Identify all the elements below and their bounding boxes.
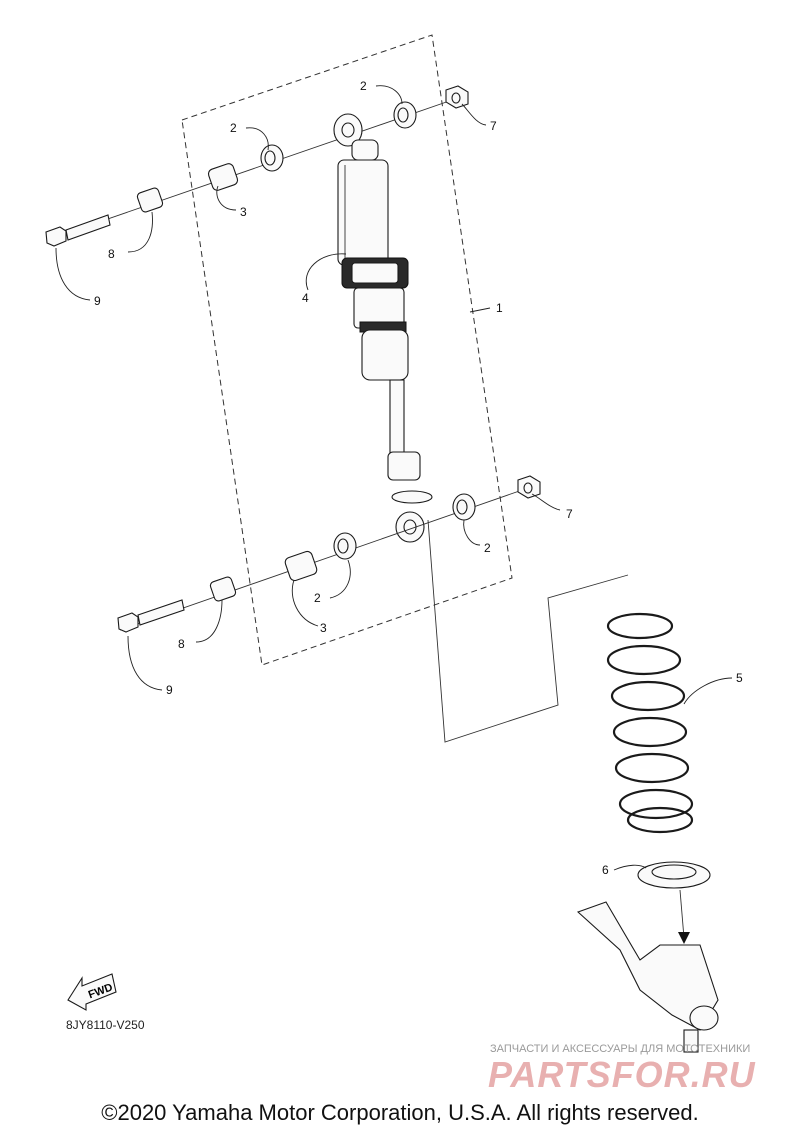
callout-3-lower: 3: [320, 621, 327, 635]
callout-8-lower: 8: [178, 637, 185, 651]
seat-arrow-head: [678, 932, 690, 944]
diagram-code: 8JY8110-V250: [66, 1018, 145, 1032]
upper-collar-8[interactable]: [136, 187, 164, 213]
callout-2-lower-right: 2: [484, 541, 491, 555]
upper-collar-2-left[interactable]: [260, 144, 284, 172]
callout-2-lower-left: 2: [314, 591, 321, 605]
upper-collar-2-right[interactable]: [393, 101, 417, 129]
callouts: 1 2 2 2 2 3 3 4 5 6 7 7 8 8 9 9: [94, 79, 743, 877]
fwd-arrow: FWD: [67, 973, 117, 1011]
lower-nut-7[interactable]: [517, 475, 541, 499]
watermark-brand: PARTSFOR.RU: [488, 1054, 756, 1095]
callout-5: 5: [736, 671, 743, 685]
callout-4: 4: [302, 291, 309, 305]
callout-8-upper: 8: [108, 247, 115, 261]
seat-arrow-line: [679, 889, 685, 939]
callout-7-upper: 7: [490, 119, 497, 133]
callout-1: 1: [496, 301, 503, 315]
spring-bracket: [427, 519, 629, 743]
leader-lines: [55, 85, 733, 871]
lower-collar-8[interactable]: [209, 576, 237, 602]
lower-bolt[interactable]: [117, 599, 185, 633]
assembly-boundary: [181, 34, 513, 666]
callout-3-upper: 3: [240, 205, 247, 219]
shock-absorber[interactable]: [333, 113, 433, 543]
callout-2-upper-left: 2: [230, 121, 237, 135]
upper-bushing-3[interactable]: [207, 162, 239, 191]
lower-bushing-3[interactable]: [284, 550, 318, 582]
coil-spring[interactable]: [606, 612, 694, 834]
lower-arm: [576, 901, 719, 1053]
callout-2-upper-right: 2: [360, 79, 367, 93]
upper-nut-7[interactable]: [445, 85, 469, 109]
callout-6: 6: [602, 863, 609, 877]
lower-collar-2-right[interactable]: [452, 493, 476, 521]
spring-seat[interactable]: [637, 861, 711, 889]
copyright-notice: ©2020 Yamaha Motor Corporation, U.S.A. A…: [101, 1100, 699, 1125]
upper-bolt[interactable]: [45, 214, 111, 247]
callout-9-upper: 9: [94, 294, 101, 308]
callout-7-lower: 7: [566, 507, 573, 521]
watermark-tagline: ЗАПЧАСТИ И АКСЕССУАРЫ ДЛЯ МОТОТЕХНИКИ: [490, 1043, 751, 1055]
callout-9-lower: 9: [166, 683, 173, 697]
lower-collar-2-left[interactable]: [333, 532, 357, 560]
